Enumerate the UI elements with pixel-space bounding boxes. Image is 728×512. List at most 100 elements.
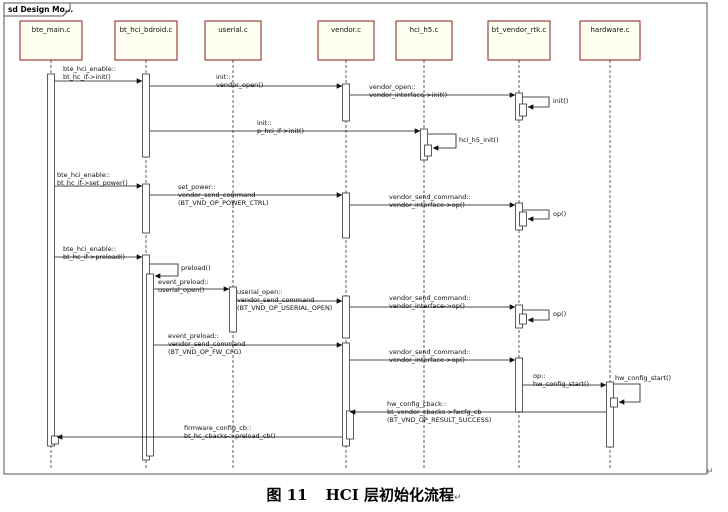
self-message-arrow <box>523 209 550 222</box>
activation-bar <box>342 192 350 239</box>
message: vendor_open::vendor_interface->init() <box>350 83 516 99</box>
message-label: vendor_send_command:: <box>389 294 471 302</box>
activation-bar <box>346 410 354 440</box>
participant-name: hardware.c <box>590 26 629 34</box>
message: preload() <box>150 263 211 279</box>
paragraph-mark: ↵ <box>706 467 714 477</box>
activation-bar <box>610 397 618 408</box>
activation-bar <box>146 273 154 457</box>
participant-name: userial.c <box>218 26 248 34</box>
diagram-frame <box>3 2 708 475</box>
participant-name: hci_h5.c <box>410 26 439 34</box>
activation-bar <box>424 144 432 157</box>
message-label: bte_hci_enable:: <box>63 245 116 253</box>
participant-box <box>395 20 453 61</box>
message-label: userial_open() <box>158 286 204 294</box>
message: userial_open::vendor_send_command(BT_VND… <box>237 288 343 312</box>
activation-bar <box>519 103 527 117</box>
frame-title-tab <box>3 2 71 17</box>
message-label: bt_hc_if->init() <box>63 73 111 81</box>
message-label: vendor_open:: <box>369 83 416 91</box>
activation-bar <box>342 83 350 122</box>
self-message-arrow <box>523 96 550 110</box>
message: bte_hci_enable::bt_hc_if->preload() <box>55 245 143 261</box>
message: set_power::vendor_send_command(BT_VND_OP… <box>150 183 343 207</box>
participant-name: bt_hci_bdroid.c <box>120 26 173 34</box>
message-label: p_hci_if->init() <box>257 127 304 135</box>
message-label: bt_hc_if->preload() <box>63 253 125 261</box>
message-label: bt_hc_if->set_power() <box>57 179 128 187</box>
activation-bar <box>51 435 59 445</box>
self-message-arrow <box>150 263 179 279</box>
activation-bar <box>519 313 527 325</box>
message: bte_hci_enable::bt_hc_if->init() <box>55 65 143 84</box>
message: event_preload::vendor_send_command(BT_VN… <box>154 332 343 356</box>
message-label: vendor_send_command:: <box>389 193 471 201</box>
activation-bar <box>342 295 350 339</box>
message-label: event_preload:: <box>168 332 219 340</box>
activation-bar <box>606 381 614 448</box>
message-label: vendor_interface->init() <box>369 91 447 99</box>
participant-name: bt_vendor_rtk.c <box>492 26 547 34</box>
activation-bar <box>142 73 150 158</box>
self-message-arrow <box>523 309 550 323</box>
message-label: vendor_send_command <box>237 296 314 304</box>
message-label: vendor_open() <box>216 81 263 89</box>
self-message-arrow <box>614 383 641 405</box>
activation-bar <box>515 357 523 413</box>
participant-name: vendor.c <box>331 26 361 34</box>
message-label: vendor_interface->op() <box>389 201 465 209</box>
figure-title: HCI 层初始化流程 <box>325 486 454 504</box>
message-label: hw_config_cback:: <box>387 400 446 408</box>
activation-bar <box>342 342 350 447</box>
message-label: userial_open:: <box>237 288 283 296</box>
message-label: op() <box>553 210 566 218</box>
participant-box <box>317 20 375 61</box>
message-label: event_preload:: <box>158 278 209 286</box>
message: hw_config_cback::bt_vendor_cbacks->fwcfg… <box>349 400 606 424</box>
participant-box <box>579 20 641 61</box>
message-label: firmware_config_cb:: <box>184 424 251 432</box>
message: init::p_hci_if->init() <box>150 119 421 135</box>
message-label: bt_hc_cbacks->preload_cb() <box>184 432 276 440</box>
message: op() <box>523 309 566 323</box>
message: bte_hci_enable::bt_hc_if->set_power() <box>55 171 143 189</box>
message-label: init:: <box>257 119 272 127</box>
participant-userial-c: userial.c <box>204 20 262 468</box>
message-label: op:: <box>533 372 545 380</box>
participant-hardware-c: hardware.c <box>579 20 641 468</box>
activation-bar <box>229 286 237 333</box>
message-label: vendor_send_command:: <box>389 348 471 356</box>
message: op::hw_config_start() <box>523 372 607 388</box>
message-label: init() <box>553 97 568 105</box>
message-label: set_power:: <box>178 183 216 191</box>
message-label: (BT_VND_OP_POWER_CTRL) <box>178 199 269 207</box>
message-label: init:: <box>216 73 231 81</box>
frame-title: sd Design Mo... <box>8 5 73 14</box>
message-label: hw_config_start() <box>533 380 589 388</box>
message-label: op() <box>553 310 566 318</box>
message: firmware_config_cb::bt_hc_cbacks->preloa… <box>56 424 342 440</box>
message-label: (BT_VND_OP_RESULT_SUCCESS) <box>387 416 491 424</box>
participant-name: bte_main.c <box>32 26 71 34</box>
participant-vendor-c: vendor.c <box>317 20 375 468</box>
activation-bar <box>420 128 428 161</box>
figure-number: 图 11 <box>266 486 308 504</box>
message-label: bt_vendor_cbacks->fwcfg_cb <box>387 408 482 416</box>
activation-bar <box>47 73 55 447</box>
message-label: vendor_interface->op() <box>389 356 465 364</box>
message: vendor_send_command::vendor_interface->o… <box>350 294 516 310</box>
message: init() <box>523 96 568 110</box>
self-message-arrow <box>428 133 457 151</box>
message: hw_config_start() <box>614 374 671 405</box>
message-label: preload() <box>181 264 211 272</box>
message-label: (BT_VND_OP_USERIAL_OPEN) <box>237 304 332 312</box>
message: event_preload::userial_open() <box>154 278 230 294</box>
message-label: hw_config_start() <box>615 374 671 382</box>
message: hci_h5_init() <box>428 133 499 151</box>
message: init::vendor_open() <box>150 73 343 89</box>
message-label: bte_hci_enable:: <box>57 171 110 179</box>
message-label: vendor_send_command <box>168 340 245 348</box>
message-label: vendor_send_command <box>178 191 255 199</box>
